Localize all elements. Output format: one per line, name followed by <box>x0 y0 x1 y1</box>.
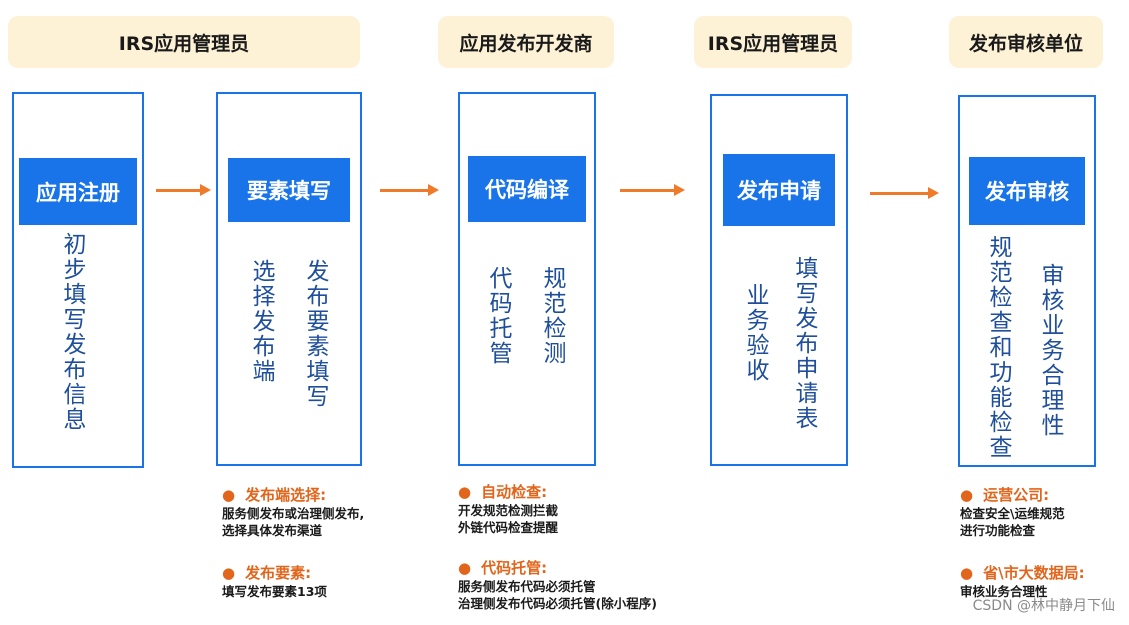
stage-card-app-registration: 应用注册 初步填写发布信息 <box>12 92 144 468</box>
stage-card-code-compile: 代码编译 代码托管 规范检测 <box>458 92 596 466</box>
flow-arrow-2 <box>380 184 439 196</box>
stage-description-col-1: 选择发布端 <box>248 259 274 384</box>
note-auto-check: ●自动检查: 开发规范检测拦截 外链代码检查提醒 <box>458 482 558 536</box>
note-line: 开发规范检测拦截 <box>458 503 559 518</box>
flow-arrow-1 <box>156 184 211 196</box>
stage-title: 代码编译 <box>468 156 586 222</box>
note-title: ●代码托管: <box>458 559 548 577</box>
note-operator: ●运营公司: 检查安全\运维规范 进行功能检查 <box>960 485 1065 539</box>
stage-title: 发布审核 <box>969 157 1085 225</box>
watermark: CSDN @林中静月下仙 <box>972 598 1115 614</box>
note-line: 审核业务合理性 <box>960 584 1048 599</box>
stage-description-col-2: 填写发布申请表 <box>791 256 817 431</box>
stage-card-element-filling: 要素填写 选择发布端 发布要素填写 <box>216 92 362 466</box>
note-line: 填写发布要素13项 <box>222 584 327 599</box>
note-line: 服务侧发布或治理侧发布, <box>222 506 365 521</box>
stage-description-col-2: 发布要素填写 <box>302 259 328 409</box>
note-title: ●发布端选择: <box>222 486 327 504</box>
role-header-irs-admin-2: IRS应用管理员 <box>694 16 852 68</box>
stage-description-col-1: 规范检查和功能检查 <box>985 235 1011 460</box>
stage-card-release-review: 发布审核 规范检查和功能检查 审核业务合理性 <box>958 95 1096 467</box>
note-code-hosting: ●代码托管: 服务侧发布代码必须托管 治理侧发布代码必须托管(除小程序) <box>458 558 657 612</box>
note-big-data-bureau: ●省\市大数据局: 审核业务合理性 <box>960 563 1085 600</box>
bullet-icon: ● <box>222 486 236 504</box>
note-line: 治理侧发布代码必须托管(除小程序) <box>458 596 657 611</box>
bullet-icon: ● <box>458 483 472 501</box>
stage-card-release-request: 发布申请 业务验收 填写发布申请表 <box>710 94 848 466</box>
flow-arrow-4 <box>870 187 939 199</box>
note-line: 服务侧发布代码必须托管 <box>458 579 596 594</box>
bullet-icon: ● <box>960 564 974 582</box>
stage-title: 要素填写 <box>228 158 350 222</box>
stage-description-col-2: 规范检测 <box>539 266 565 366</box>
note-release-elements: ●发布要素: 填写发布要素13项 <box>222 563 327 600</box>
note-line: 选择具体发布渠道 <box>222 523 323 538</box>
role-header-developer: 应用发布开发商 <box>438 16 614 68</box>
flow-arrow-3 <box>620 184 685 196</box>
stage-description-col-1: 业务验收 <box>742 283 768 383</box>
stage-title: 发布申请 <box>723 154 835 226</box>
note-title: ●省\市大数据局: <box>960 564 1085 582</box>
note-line: 进行功能检查 <box>960 523 1036 538</box>
note-title: ●自动检查: <box>458 483 548 501</box>
stage-description-col-2: 审核业务合理性 <box>1037 263 1063 438</box>
role-header-irs-admin-1: IRS应用管理员 <box>8 16 360 68</box>
note-title: ●发布要素: <box>222 564 312 582</box>
note-line: 外链代码检查提醒 <box>458 520 559 535</box>
note-title: ●运营公司: <box>960 486 1050 504</box>
bullet-icon: ● <box>960 486 974 504</box>
bullet-icon: ● <box>458 559 472 577</box>
stage-description: 初步填写发布信息 <box>59 232 85 432</box>
stage-title: 应用注册 <box>19 158 137 225</box>
bullet-icon: ● <box>222 564 236 582</box>
stage-description-col-1: 代码托管 <box>485 266 511 366</box>
note-release-endpoint: ●发布端选择: 服务侧发布或治理侧发布, 选择具体发布渠道 <box>222 485 364 539</box>
role-header-review-unit: 发布审核单位 <box>949 16 1103 68</box>
note-line: 检查安全\运维规范 <box>960 506 1065 521</box>
